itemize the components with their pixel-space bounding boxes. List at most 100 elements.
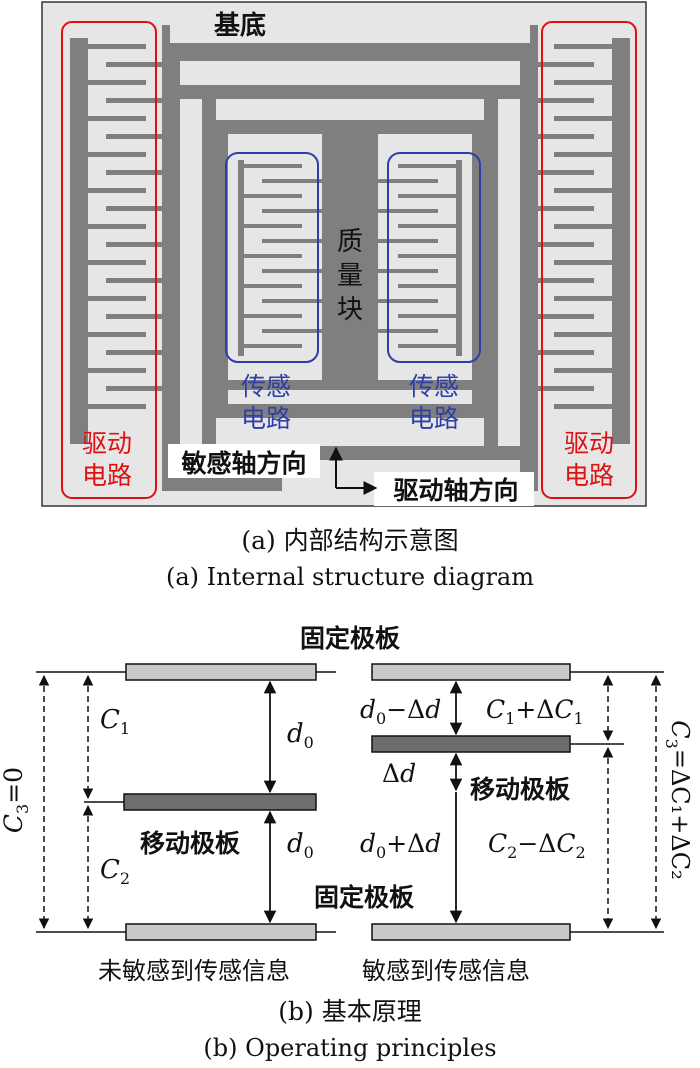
frame-comb-finger-right	[538, 134, 594, 139]
frame-comb-finger-left	[106, 206, 162, 211]
drive-comb-spine-left	[70, 38, 88, 444]
frame-comb-finger-left	[106, 62, 162, 67]
frame-comb-finger-right	[538, 386, 594, 391]
drive-comb-finger-left	[88, 152, 146, 157]
fixed-plate-top-right	[371, 663, 571, 681]
caption-b-en: (b) Operating principles	[203, 1034, 496, 1062]
sense-circuit-label-right-2: 电路	[409, 404, 459, 433]
caption-a-cn: (a) 内部结构示意图	[241, 526, 458, 555]
drive-comb-finger-left	[88, 44, 146, 49]
drive-comb-finger-left	[88, 116, 146, 121]
sense-comb-finger-fixed-left	[244, 314, 302, 318]
c3-right-label: C3=ΔC₁+ΔC₂	[662, 720, 694, 879]
sense-comb-finger-fixed-left	[244, 254, 302, 258]
c3-left-label: C3=0	[0, 767, 32, 833]
drive-comb-finger-left	[88, 296, 146, 301]
svg-text:质: 质	[337, 227, 363, 257]
state-sensed-label: 敏感到传感信息	[362, 957, 530, 985]
sense-comb-spine-right	[456, 160, 462, 356]
c2-minus-delta-c2-label: C2−ΔC2	[488, 829, 586, 862]
drive-comb-finger-left	[88, 260, 146, 265]
drive-comb-finger-right	[554, 188, 612, 193]
drive-circuit-label-right-1: 驱动	[564, 429, 614, 458]
sense-comb-finger-fixed-left	[244, 224, 302, 228]
d0-bottom-label: d0	[287, 829, 314, 862]
sense-circuit-label-left-2: 电路	[241, 404, 291, 433]
sense-comb-finger-moving-left	[262, 239, 322, 243]
moving-plate-left-label: 移动极板	[140, 829, 240, 858]
figure-b-operating-principles: 固定极板	[0, 624, 694, 1062]
sense-comb-finger-fixed-left	[244, 284, 302, 288]
sense-comb-finger-moving-left	[262, 329, 322, 333]
fixed-plate-bottom-left	[125, 923, 317, 941]
proof-mass-label: 质 量 块	[337, 227, 363, 325]
drive-axis-label: 驱动轴方向	[393, 476, 518, 505]
sense-axis-label: 敏感轴方向	[180, 449, 306, 478]
frame-comb-finger-right	[538, 98, 594, 103]
sense-comb-finger-moving-left	[262, 299, 322, 303]
comb-electrodes	[70, 38, 630, 444]
frame-comb-finger-left	[106, 350, 162, 355]
sense-circuit-box-right	[387, 152, 481, 363]
fixed-plate-bottom-right	[371, 923, 571, 941]
drive-comb-finger-right	[554, 332, 612, 337]
figure-a-internal-structure: 质 量 块 基底 驱动 电路 驱动 电路 传感 电路 传感 电路 敏感轴方向 驱…	[41, 1, 647, 591]
d0-top-label: d0	[287, 719, 314, 752]
sense-comb-finger-fixed-left	[244, 344, 302, 348]
substrate-label: 基底	[214, 10, 266, 41]
sense-circuit-label-right-1: 传感	[409, 372, 459, 401]
sense-comb-finger-moving-right	[378, 299, 438, 303]
drive-comb-finger-right	[554, 116, 612, 121]
drive-comb-finger-right	[554, 296, 612, 301]
frame-comb-finger-right	[538, 242, 594, 247]
caption-b-cn: (b) 基本原理	[278, 997, 421, 1026]
svg-text:块: 块	[337, 295, 363, 325]
drive-comb-finger-right	[554, 368, 612, 373]
drive-circuit-label-left-2: 电路	[82, 461, 132, 490]
drive-axis-label-bg	[374, 472, 534, 506]
drive-comb-finger-right	[554, 224, 612, 229]
sense-comb-finger-moving-right	[378, 209, 438, 213]
caption-a-en: (a) Internal structure diagram	[166, 563, 534, 591]
sense-comb-finger-moving-left	[262, 269, 322, 273]
sense-comb-finger-fixed-left	[244, 194, 302, 198]
drive-circuit-box-right	[541, 21, 637, 499]
sense-circuit-box-left	[225, 152, 319, 363]
frame-comb-finger-left	[106, 386, 162, 391]
c1-left-label: C1	[100, 705, 130, 738]
drive-comb-finger-left	[88, 188, 146, 193]
sense-comb-finger-fixed-right	[398, 254, 456, 258]
sense-comb-finger-moving-right	[378, 179, 438, 183]
frame-comb-finger-right	[538, 62, 594, 67]
moving-plate-right-label: 移动极板	[470, 775, 570, 804]
sense-comb-finger-moving-right	[378, 239, 438, 243]
frame-comb-finger-right	[538, 278, 594, 283]
drive-circuit-label-right-2: 电路	[564, 461, 614, 490]
frame-comb-finger-left	[106, 134, 162, 139]
d0-minus-delta-d-label: d0−Δd	[360, 695, 441, 728]
frame-comb-finger-left	[106, 170, 162, 175]
delta-d-label: Δd	[382, 759, 416, 788]
drive-comb-finger-right	[554, 260, 612, 265]
moving-plate-left	[123, 793, 317, 811]
sense-axis-label-bg	[168, 444, 320, 478]
sense-comb-finger-moving-left	[262, 209, 322, 213]
sense-comb-finger-fixed-right	[398, 284, 456, 288]
drive-comb-finger-right	[554, 44, 612, 49]
sense-comb-finger-moving-right	[378, 269, 438, 273]
sense-comb-finger-fixed-right	[398, 194, 456, 198]
fixed-plate-bottom-label: 固定极板	[314, 883, 414, 912]
frame-comb-finger-left	[106, 314, 162, 319]
drive-circuit-box-left	[61, 21, 157, 499]
drive-comb-finger-left	[88, 224, 146, 229]
sense-comb-finger-moving-left	[262, 179, 322, 183]
c2-left-label: C2	[100, 855, 130, 888]
d0-plus-delta-d-label: d0+Δd	[360, 829, 441, 862]
drive-comb-finger-left	[88, 80, 146, 85]
c1-plus-delta-c1-label: C1+ΔC1	[486, 695, 584, 728]
sense-comb-finger-fixed-right	[398, 224, 456, 228]
frame-comb-finger-left	[106, 242, 162, 247]
sense-circuit-label-left-1: 传感	[241, 372, 291, 401]
svg-text:量: 量	[337, 261, 363, 291]
